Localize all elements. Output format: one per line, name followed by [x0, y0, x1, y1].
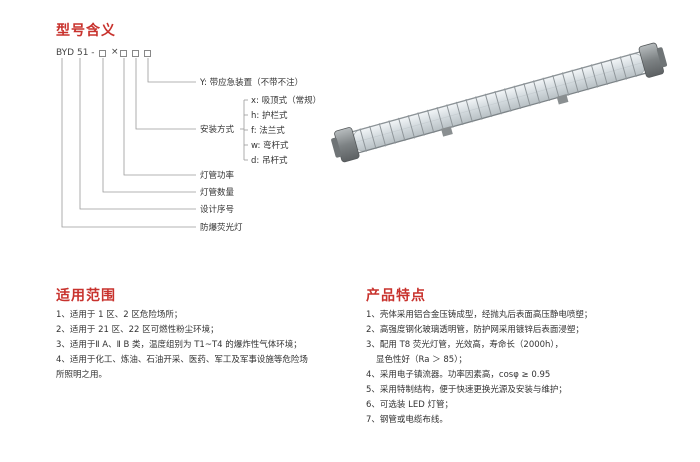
scope-section-title: 适用范围 — [56, 288, 116, 304]
install-option-d: d: 吊杆式 — [251, 156, 288, 166]
features-list: 1、壳体采用铝合金压铸成型，经抛丸后表面高压静电喷塑； 2、高强度钢化玻璃透明管… — [366, 308, 592, 428]
model-section-title: 型号含义 — [56, 23, 116, 39]
scope-item: 2、适用于 21 区、22 区可燃性粉尘环境； — [56, 325, 219, 335]
model-code: BYD 51 - — [56, 48, 95, 58]
features-section-title: 产品特点 — [366, 288, 426, 304]
feature-item: 7、钢管或电缆布线。 — [366, 415, 448, 425]
scope-item: 1、适用于 1 区、2 区危险场所； — [56, 310, 183, 320]
model-prefix: BYD 51 - — [56, 48, 95, 58]
code-box-count — [99, 50, 106, 57]
label-design: 设计序号 — [200, 205, 235, 215]
scope-list: 1、适用于 1 区、2 区危险场所； 2、适用于 21 区、22 区可燃性粉尘环… — [56, 308, 308, 383]
label-install-title: 安装方式 — [200, 125, 235, 135]
code-box-install — [132, 50, 139, 57]
feature-item: 3、配用 T8 荧光灯管，光效高，寿命长（2000h）， — [366, 340, 564, 350]
scope-item: 所照明之用。 — [56, 370, 108, 380]
install-option-x: x: 吸顶式（常规） — [251, 96, 322, 106]
feature-item: 5、采用特制结构，便于快速更换光源及安装与维护； — [366, 385, 567, 395]
install-option-h: h: 护栏式 — [251, 111, 288, 121]
install-option-f: f: 法兰式 — [251, 126, 285, 136]
label-emergency: Y: 带应急装置（不带不注） — [200, 78, 304, 88]
code-box-emergency — [144, 50, 151, 57]
feature-item: 显色性好（Ra ＞ 85）； — [376, 355, 467, 365]
times-sign: × — [111, 47, 119, 57]
feature-item: 1、壳体采用铝合金压铸成型，经抛丸后表面高压静电喷塑； — [366, 310, 593, 320]
label-power: 灯管功率 — [200, 171, 235, 181]
scope-item: 3、适用于Ⅱ A、Ⅱ B 类，温度组别为 T1~T4 的爆炸性气体环境； — [56, 340, 302, 350]
feature-item: 4、采用电子镇流器。功率因素高，cosφ ≥ 0.95 — [366, 370, 551, 380]
label-count: 灯管数量 — [200, 188, 235, 198]
install-option-w: w: 弯杆式 — [251, 141, 289, 151]
label-name: 防爆荧光灯 — [200, 223, 243, 233]
scope-item: 4、适用于化工、炼油、石油开采、医药、军工及军事设施等危险场 — [56, 355, 308, 365]
code-box-power — [120, 50, 127, 57]
feature-item: 6、可选装 LED 灯管； — [366, 400, 453, 410]
feature-item: 2、高强度钢化玻璃透明管，防护网采用镀锌后表面浸塑； — [366, 325, 584, 335]
